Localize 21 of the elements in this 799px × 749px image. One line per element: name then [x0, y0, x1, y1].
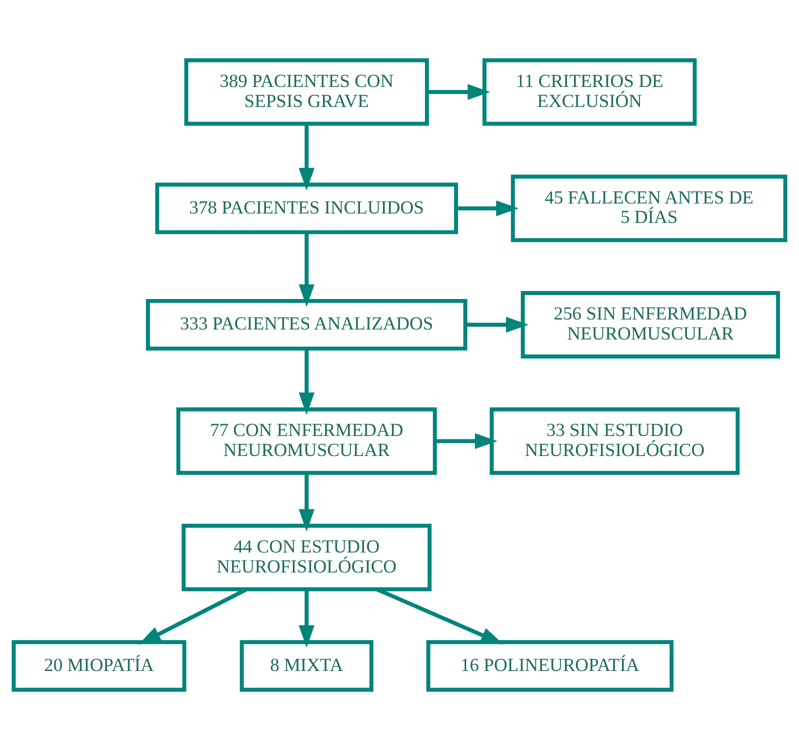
- arrow: [427, 84, 490, 100]
- arrow: [298, 123, 314, 190]
- arrow: [465, 316, 528, 332]
- arrow: [435, 432, 498, 448]
- node-box: 44 CON ESTUDIO NEUROFISIOLÓGICO: [182, 523, 432, 591]
- node-box: 389 PACIENTES CON SEPSIS GRAVE: [184, 58, 429, 126]
- node-box: 20 MIOPATÍA: [12, 640, 186, 692]
- arrow: [298, 348, 314, 415]
- node-box: 333 PACIENTES ANALIZADOS: [146, 298, 468, 350]
- node-box: 8 MIXTA: [240, 640, 374, 692]
- arrow: [298, 588, 314, 648]
- arrow: [298, 472, 314, 532]
- arrow: [456, 200, 519, 216]
- node-box: 378 PACIENTES INCLUIDOS: [155, 182, 458, 234]
- node-box: 33 SIN ESTUDIO NEUROFISIOLÓGICO: [490, 406, 740, 474]
- node-box: 256 SIN ENFERMEDAD NEUROMUSCULAR: [520, 290, 780, 358]
- arrow: [298, 232, 314, 306]
- node-box: 11 CRITERIOS DE EXCLUSIÓN: [482, 58, 697, 126]
- node-box: 16 POLINEUROPATÍA: [426, 640, 674, 692]
- node-box: 45 FALLECEN ANTES DE 5 DÍAS: [510, 174, 788, 242]
- node-box: 77 CON ENFERMEDAD NEUROMUSCULAR: [176, 406, 437, 474]
